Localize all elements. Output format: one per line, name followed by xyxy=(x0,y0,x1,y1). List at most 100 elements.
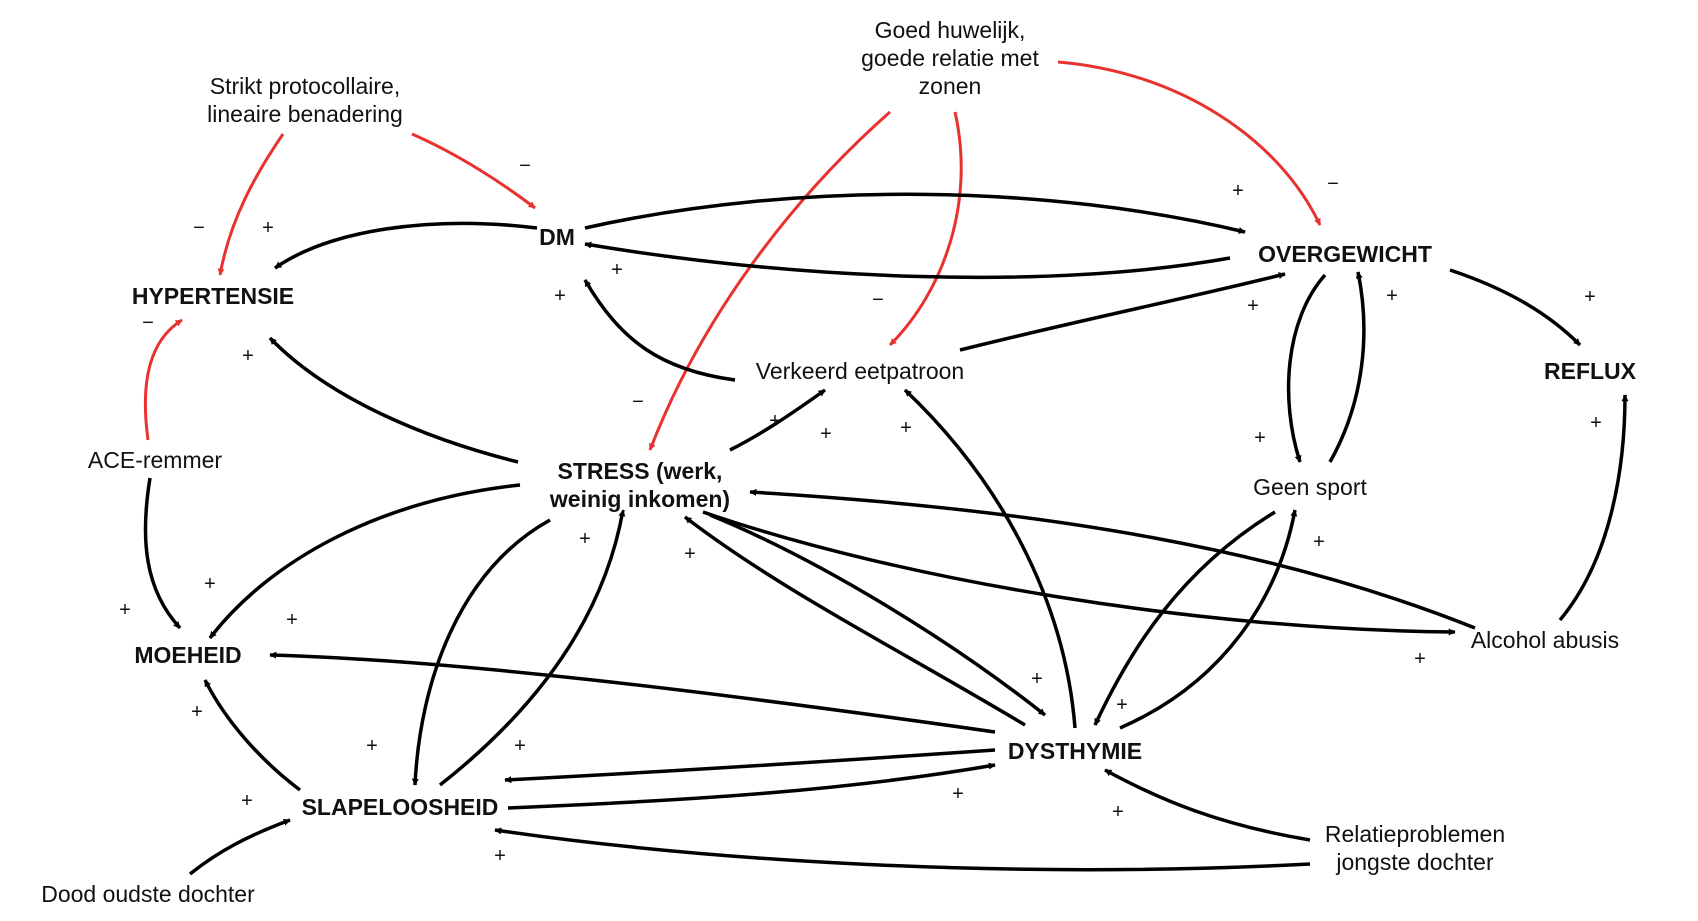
signs-layer: −−−−−−+++++++++++++++++++++++++++++ xyxy=(119,155,1602,867)
sign-ace-to-hypertensie: − xyxy=(142,312,154,334)
edge-dysthymie-to-slapeloosheid xyxy=(504,748,996,784)
sign-strikt-to-hypertensie: − xyxy=(193,217,205,239)
node-label-geensport: Geen sport xyxy=(1253,474,1367,500)
sign-huwelijk-to-overgewicht: − xyxy=(1327,173,1339,195)
edge-geensport-to-dysthymie xyxy=(1093,510,1276,726)
edge-overgewicht-to-reflux xyxy=(1449,268,1582,347)
edge-stress-to-moeheid xyxy=(208,483,521,640)
sign-alcohol-to-reflux: + xyxy=(1590,412,1602,434)
node-label-halo: Geen sport xyxy=(1253,474,1367,500)
sign-stress-to-alcohol: + xyxy=(1414,648,1426,670)
sign-dysthymie-to-moeheid: + xyxy=(286,609,298,631)
sign-geensport-to-dysthymie: + xyxy=(1116,694,1128,716)
node-label-reflux: REFLUX xyxy=(1544,358,1637,384)
sign-overgewicht-to-geensport: + xyxy=(1254,427,1266,449)
node-label-hypertensie: HYPERTENSIE xyxy=(132,283,294,309)
edge-dysthymie-to-stress xyxy=(683,515,1026,727)
edge-geensport-to-overgewicht xyxy=(1328,271,1366,463)
node-label-halo: Relatieproblemen xyxy=(1325,821,1505,847)
node-label-halo: Alcohol abusis xyxy=(1471,627,1619,653)
edge-stress-to-slapeloosheid xyxy=(411,518,551,786)
sign-stress-to-eetpatroon: + xyxy=(820,423,832,445)
edge-stress-to-alcohol xyxy=(702,510,1456,636)
sign-relatie-to-dysthymie: + xyxy=(1112,801,1124,823)
sign-geensport-to-overgewicht: + xyxy=(1386,285,1398,307)
sign-ace-to-moeheid: + xyxy=(119,599,131,621)
edge-overgewicht-to-dm xyxy=(584,241,1231,280)
edge-alcohol-to-stress xyxy=(749,488,1476,630)
node-label-stress: weinig inkomen) xyxy=(549,486,730,512)
node-label-relatie: jongste dochter xyxy=(1335,849,1494,875)
node-label-halo: DM xyxy=(539,224,575,250)
edge-relatie-to-dysthymie xyxy=(1104,768,1311,842)
edge-slapeloosheid-to-stress xyxy=(438,509,626,787)
node-label-dm: DM xyxy=(539,224,575,250)
node-label-halo: SLAPELOOSHEID xyxy=(302,794,499,820)
node-label-alcohol: Alcohol abusis xyxy=(1471,627,1619,653)
node-label-eetpatroon: Verkeerd eetpatroon xyxy=(756,358,964,384)
sign-overgewicht-to-dm: + xyxy=(611,259,623,281)
sign-dysthymie-to-stress: + xyxy=(684,543,696,565)
edge-alcohol-to-reflux xyxy=(1558,394,1629,622)
edge-huwelijk-to-eetpatroon xyxy=(888,111,963,347)
edge-dm-to-hypertensie xyxy=(274,221,538,270)
node-label-halo: ACE-remmer xyxy=(88,447,223,473)
node-huwelijk: Goed huwelijk,Goed huwelijk,goede relati… xyxy=(858,14,1042,102)
sign-eetpatroon-to-dm: + xyxy=(554,285,566,307)
sign-slapeloosheid-to-moeheid: + xyxy=(191,701,203,723)
node-label-huwelijk: Goed huwelijk, xyxy=(875,17,1026,43)
sign-huwelijk-to-stress: − xyxy=(632,391,644,413)
node-label-huwelijk: goede relatie met xyxy=(861,45,1039,71)
node-label-slapeloosheid: SLAPELOOSHEID xyxy=(302,794,499,820)
node-label-moeheid: MOEHEID xyxy=(134,642,241,668)
sign-stress-to-dysthymie: + xyxy=(1031,668,1043,690)
edge-ace-to-moeheid xyxy=(143,477,182,630)
edge-relatie-to-slapeloosheid xyxy=(494,827,1311,872)
edge-eetpatroon-to-overgewicht xyxy=(959,272,1286,352)
node-label-halo: Dood oudste dochter xyxy=(41,881,255,907)
node-label-overgewicht: OVERGEWICHT xyxy=(1258,241,1432,267)
node-label-halo: weinig inkomen) xyxy=(549,486,730,512)
node-label-halo: OVERGEWICHT xyxy=(1258,241,1432,267)
edge-stress-to-dysthymie xyxy=(709,513,1047,717)
edge-dysthymie-to-geensport xyxy=(1119,509,1298,730)
edge-dysthymie-to-eetpatroon xyxy=(903,388,1077,729)
nodes-layer: Strikt protocollaire,Strikt protocollair… xyxy=(38,14,1640,910)
edges-layer xyxy=(143,60,1629,876)
node-label-halo: lineaire benadering xyxy=(207,101,403,127)
edge-slapeloosheid-to-moeheid xyxy=(203,679,302,792)
edge-dood-to-slapeloosheid xyxy=(188,818,291,876)
sign-stress-to-moeheid: + xyxy=(204,573,216,595)
sign-dm-to-overgewicht: + xyxy=(1232,180,1244,202)
node-label-halo: Verkeerd eetpatroon xyxy=(756,358,964,384)
edge-stress-to-eetpatroon xyxy=(729,388,827,452)
sign-stress-to-slapeloosheid: + xyxy=(366,735,378,757)
sign-slapeloosheid-to-stress: + xyxy=(579,528,591,550)
edge-ace-to-hypertensie xyxy=(143,318,183,441)
node-label-stress: STRESS (werk, xyxy=(558,458,723,484)
sign-dood-to-slapeloosheid: + xyxy=(241,790,253,812)
edge-dysthymie-to-moeheid xyxy=(269,651,996,734)
node-label-dood: Dood oudste dochter xyxy=(41,881,255,907)
sign-dysthymie-to-slapeloosheid: + xyxy=(514,735,526,757)
edge-dm-to-overgewicht xyxy=(584,192,1246,234)
sign-strikt-to-dm: − xyxy=(519,155,531,177)
node-label-halo: jongste dochter xyxy=(1335,849,1494,875)
node-label-halo: Goed huwelijk, xyxy=(875,17,1026,43)
edge-strikt-to-dm xyxy=(411,132,536,210)
node-label-relatie: Relatieproblemen xyxy=(1325,821,1505,847)
node-label-halo: Strikt protocollaire, xyxy=(210,73,400,99)
node-label-halo: STRESS (werk, xyxy=(558,458,723,484)
node-label-halo: DYSTHYMIE xyxy=(1008,738,1142,764)
edge-eetpatroon-to-dm xyxy=(583,279,736,382)
edge-strikt-to-hypertensie xyxy=(217,133,285,276)
node-label-halo: MOEHEID xyxy=(134,642,241,668)
node-label-halo: goede relatie met xyxy=(861,45,1039,71)
